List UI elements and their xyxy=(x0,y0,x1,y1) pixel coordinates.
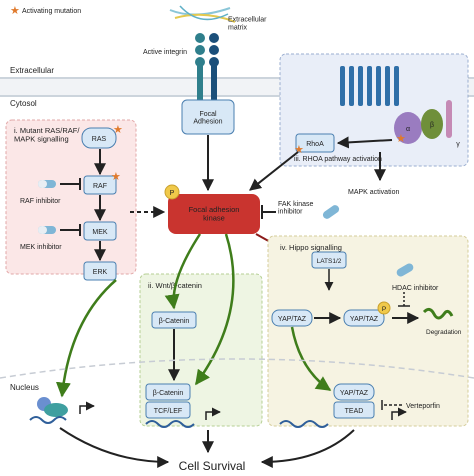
yap1-label: YAP/TAZ xyxy=(278,316,307,323)
nucleus-label: Nucleus xyxy=(10,383,39,392)
g-beta-label: β xyxy=(430,122,434,129)
rhoa-label: RhoA xyxy=(306,141,324,148)
legend-label: Activating mutation xyxy=(22,8,81,15)
erk-label: ERK xyxy=(93,269,108,276)
pill-icon xyxy=(38,226,56,234)
ras-node: RAS ★ xyxy=(81,124,123,149)
legend: ★ Activating mutation xyxy=(10,5,81,17)
mapk-panel-title: i. Mutant RAS/RAF/MAPK signalling xyxy=(14,126,80,143)
star-icon: ★ xyxy=(113,124,123,136)
yap1-node: YAP/TAZ xyxy=(271,309,313,327)
degradation-icon xyxy=(422,307,454,320)
dna-hippo-icon xyxy=(279,407,407,428)
yap-nuclear-node: YAP/TAZ xyxy=(333,383,375,401)
nuclear-envelope xyxy=(0,358,474,379)
bcat-node: β-Catenin xyxy=(151,311,197,329)
pill-icon xyxy=(38,180,56,188)
rhoa-panel-title: iii. RHOA pathway activation xyxy=(294,156,382,163)
bcat-nuclear-node: β-Catenin xyxy=(145,383,191,401)
integrin-icon xyxy=(169,5,236,102)
bcat-label: β-Catenin xyxy=(159,318,190,325)
star-icon: ★ xyxy=(10,5,20,17)
yap-nuclear-label: YAP/TAZ xyxy=(340,390,369,397)
star-icon: ★ xyxy=(294,144,304,156)
pill-icon xyxy=(396,263,414,277)
lats-node: LATS1/2 xyxy=(311,251,347,269)
tead-node: TEAD xyxy=(333,401,375,419)
bcat-nuclear-label: β-Catenin xyxy=(153,390,184,397)
mek-inhibitor-label: MEK inhibitor xyxy=(20,244,62,251)
g-protein-icon: α β γ ★ xyxy=(394,100,460,148)
tcf-label: TCF/LEF xyxy=(154,408,182,415)
lats-label: LATS1/2 xyxy=(317,258,342,265)
raf-node: RAF ★ xyxy=(83,171,121,195)
raf-inhibitor-label: RAF inhibitor xyxy=(20,198,61,205)
yap-p-label: P xyxy=(382,306,386,313)
mapk-activation-label: MAPK activation xyxy=(348,189,399,196)
mek-node: MEK xyxy=(83,221,117,241)
dna-wnt-icon xyxy=(145,407,221,428)
hippo-panel-title: iv. Hippo signalling xyxy=(280,243,342,252)
star-icon: ★ xyxy=(111,171,121,183)
cell-survival-label: Cell Survival xyxy=(179,459,246,473)
gpcr-icon xyxy=(340,66,399,106)
raf-label: RAF xyxy=(93,183,107,190)
integrin-label: Active integrin xyxy=(143,49,187,56)
extracellular-label: Extracellular xyxy=(10,66,54,75)
star-icon: ★ xyxy=(396,133,406,145)
hdac-inhibitor-label: HDAC inhibitor xyxy=(392,285,439,292)
mek-label: MEK xyxy=(92,229,108,236)
ras-label: RAS xyxy=(92,136,107,143)
tead-label: TEAD xyxy=(345,408,364,415)
degradation-label: Degradation xyxy=(426,329,462,336)
yap2-label: YAP/TAZ xyxy=(350,316,379,323)
transcription-complex-icon xyxy=(29,397,95,424)
cytosol-label: Cytosol xyxy=(10,99,37,108)
fak-p-label: P xyxy=(170,190,175,197)
verteporfin-label: Verteporfin xyxy=(406,403,440,410)
g-gamma-label: γ xyxy=(456,141,460,148)
rhoa-node: RhoA ★ xyxy=(294,133,335,156)
g-alpha-label: α xyxy=(406,126,410,133)
yap2-node: YAP/TAZ P xyxy=(343,301,391,327)
pill-icon xyxy=(322,205,340,219)
erk-node: ERK xyxy=(83,261,117,281)
tcf-node: TCF/LEF xyxy=(145,401,191,419)
